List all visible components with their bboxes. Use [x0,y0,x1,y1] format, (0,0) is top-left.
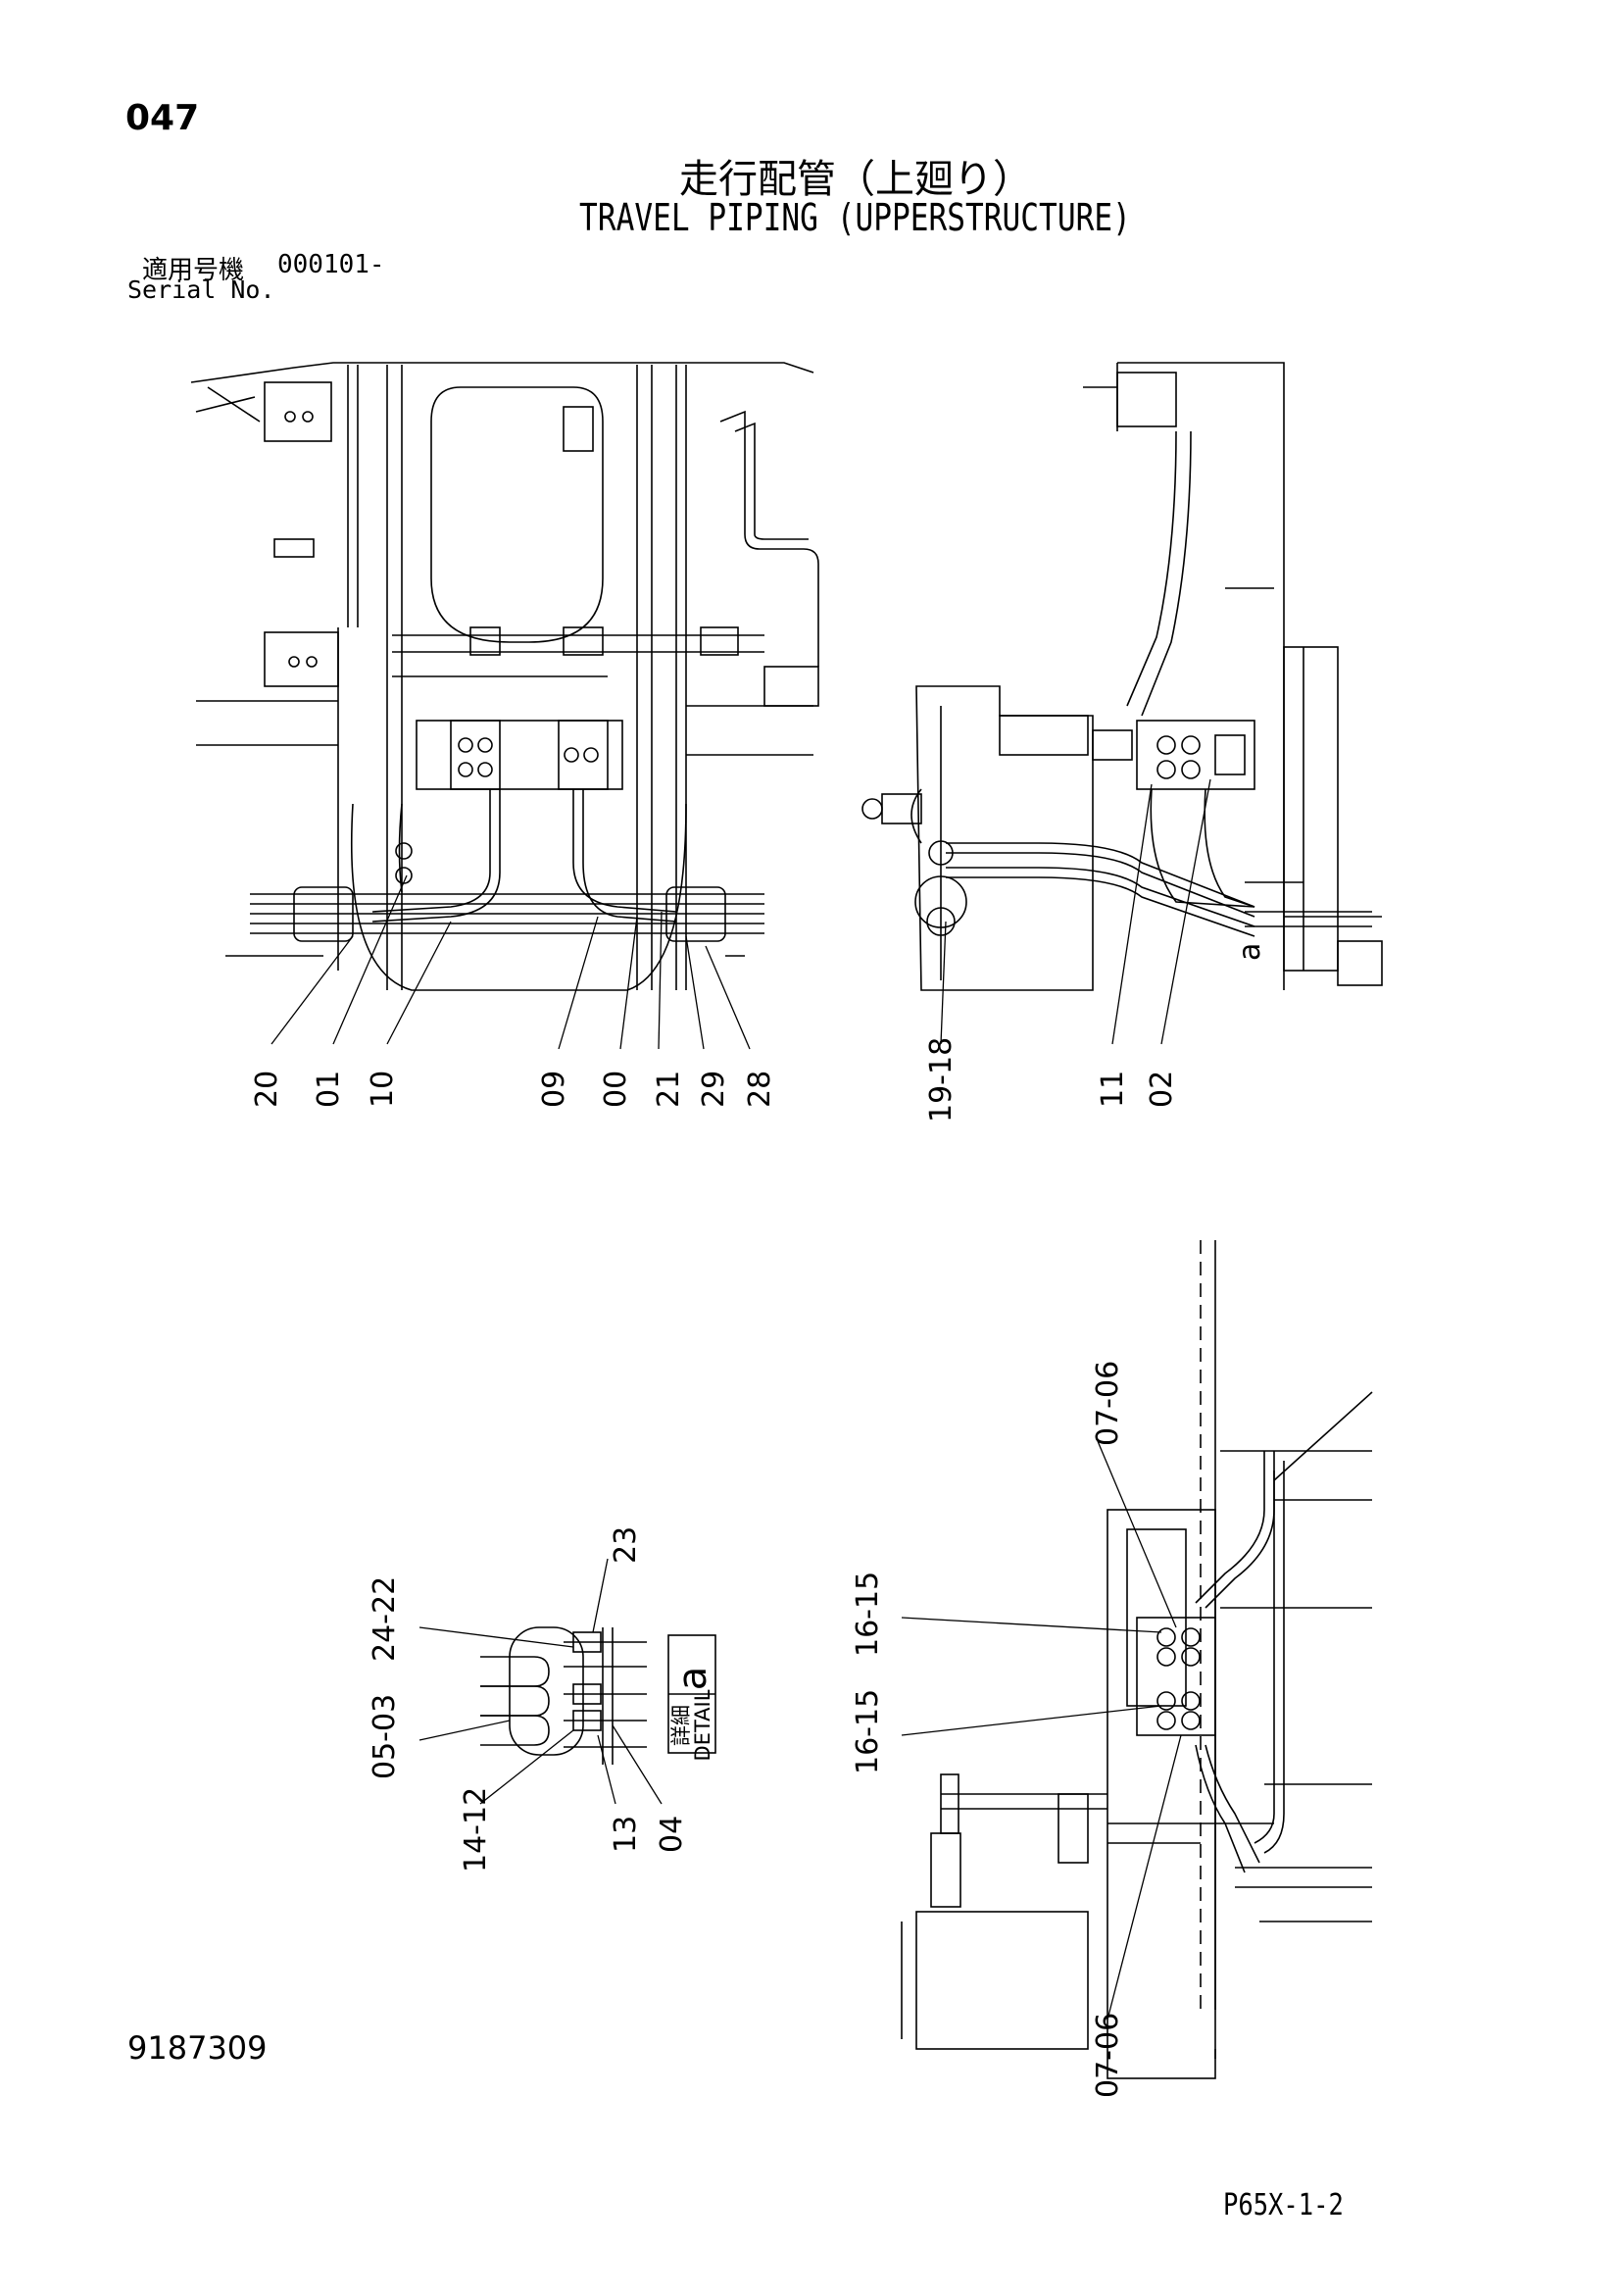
callout: 16-15 [851,1572,885,1657]
title-japanese: 走行配管（上廻り） [679,157,1032,202]
drawing-number: 9187309 [127,2029,268,2067]
callout: 07-06 [1091,1361,1125,1446]
callout: 05-03 [368,1694,402,1779]
serial-label-english: Serial No. [127,275,275,304]
callouts-top-left: 20 01 10 09 00 21 29 28 [250,1071,777,1108]
top-right-side-view [861,362,1383,991]
callout: 07-06 [1091,2013,1125,2098]
bottom-right-view [901,1240,1373,2079]
detail-letter: a [670,1667,715,1691]
detail-label-japanese: 詳細 [669,1705,693,1746]
view-marker: a [1233,943,1267,961]
callout: 16-15 [851,1689,885,1774]
callout: 10 [366,1071,400,1108]
callouts-top-right: 19-18 11 02 [924,1037,1179,1123]
callout: 21 [652,1071,686,1108]
callout: 28 [743,1071,777,1108]
callout: 13 [609,1816,643,1853]
detail-label-english: DETAIL [691,1689,714,1761]
page-code: P65X-1-2 [1223,2188,1344,2222]
callout: 20 [250,1071,284,1108]
callout: 29 [697,1071,731,1108]
leader-lines [270,778,1211,2021]
top-left-frame-view [190,362,819,991]
serial-value: 000101- [277,250,385,279]
callout: 14-12 [459,1787,493,1872]
callout: 23 [609,1526,643,1564]
callouts-bottom-right: 07-06 16-15 16-15 07-06 [851,1361,1125,2098]
callout: 01 [312,1071,346,1108]
serial-label-japanese: 適用号機 [142,256,245,285]
detail-a-view [480,1626,647,1765]
page-number: 047 [125,98,200,138]
callouts-detail: 24-22 23 05-03 14-12 13 04 [368,1526,689,1872]
callout: 04 [655,1816,689,1853]
callout: 19-18 [924,1037,959,1123]
callout: 24-22 [368,1576,402,1662]
callout: 02 [1145,1071,1179,1108]
title-english: TRAVEL PIPING (UPPERSTRUCTURE) [579,196,1131,239]
callout: 09 [537,1071,571,1108]
callout: 00 [599,1071,633,1108]
callout: 11 [1096,1071,1130,1108]
